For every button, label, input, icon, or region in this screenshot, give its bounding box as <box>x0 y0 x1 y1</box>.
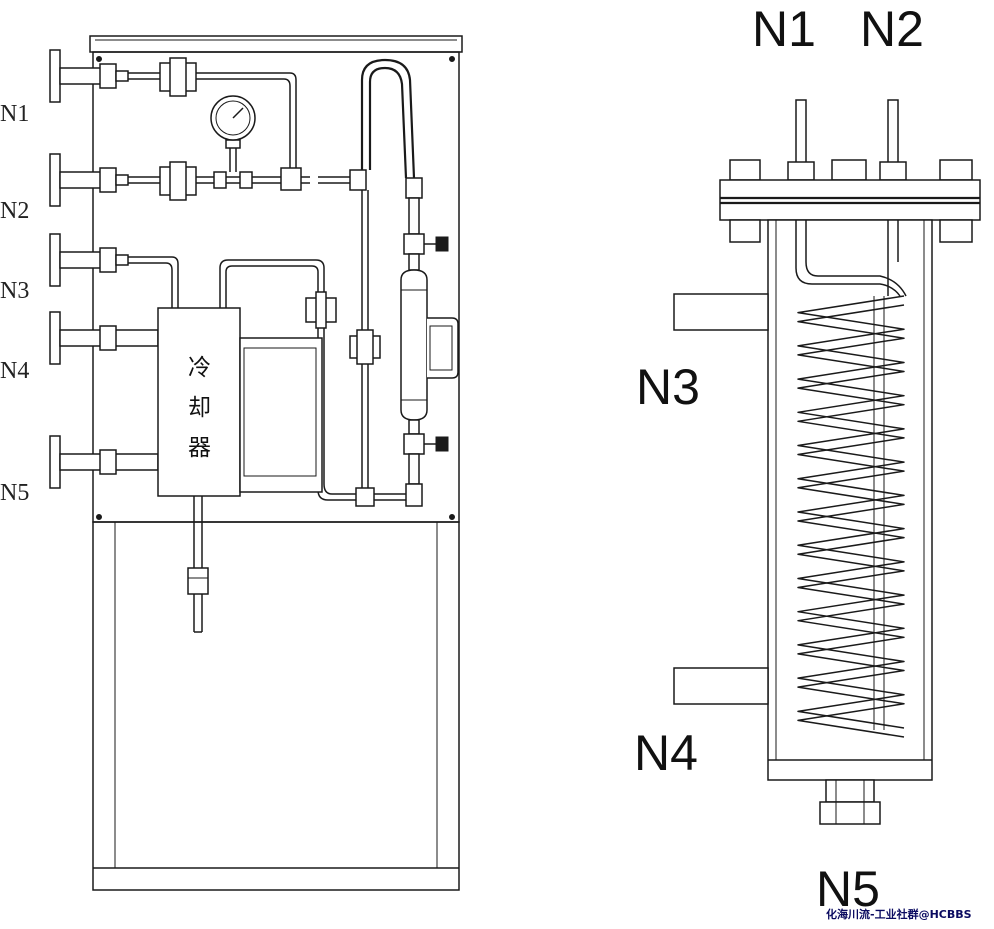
coil <box>797 295 905 738</box>
label-n5: N5 <box>0 480 29 506</box>
label-n3: N3 <box>0 278 29 304</box>
cooler-label-char-1: 冷 <box>188 355 211 381</box>
cooler-label-char-3: 器 <box>188 435 211 461</box>
label-top-n2: N2 <box>860 1 924 57</box>
watermark: 化海川流-工业社群@HCBBS <box>826 907 972 921</box>
cooler-label-char-2: 却 <box>188 395 211 421</box>
left-flanges <box>49 49 159 489</box>
right-labels: N1 N2 N3 N4 N5 <box>634 1 924 917</box>
label-n2: N2 <box>0 198 29 224</box>
coil-strand <box>797 304 905 738</box>
label-side-n4: N4 <box>634 725 698 781</box>
piping <box>115 57 459 507</box>
left-nozzle-labels: N1 N2 N3 N4 N5 <box>0 101 29 506</box>
cabinet-frame <box>89 35 463 891</box>
label-top-n1: N1 <box>752 1 816 57</box>
exchanger-section <box>673 99 981 825</box>
coil-strand <box>797 295 905 729</box>
label-n4: N4 <box>0 358 29 384</box>
cooler-unit: 冷 却 器 <box>157 307 323 633</box>
label-side-n3: N3 <box>636 359 700 415</box>
label-bottom-n5: N5 <box>816 861 880 917</box>
label-n1: N1 <box>0 101 29 127</box>
